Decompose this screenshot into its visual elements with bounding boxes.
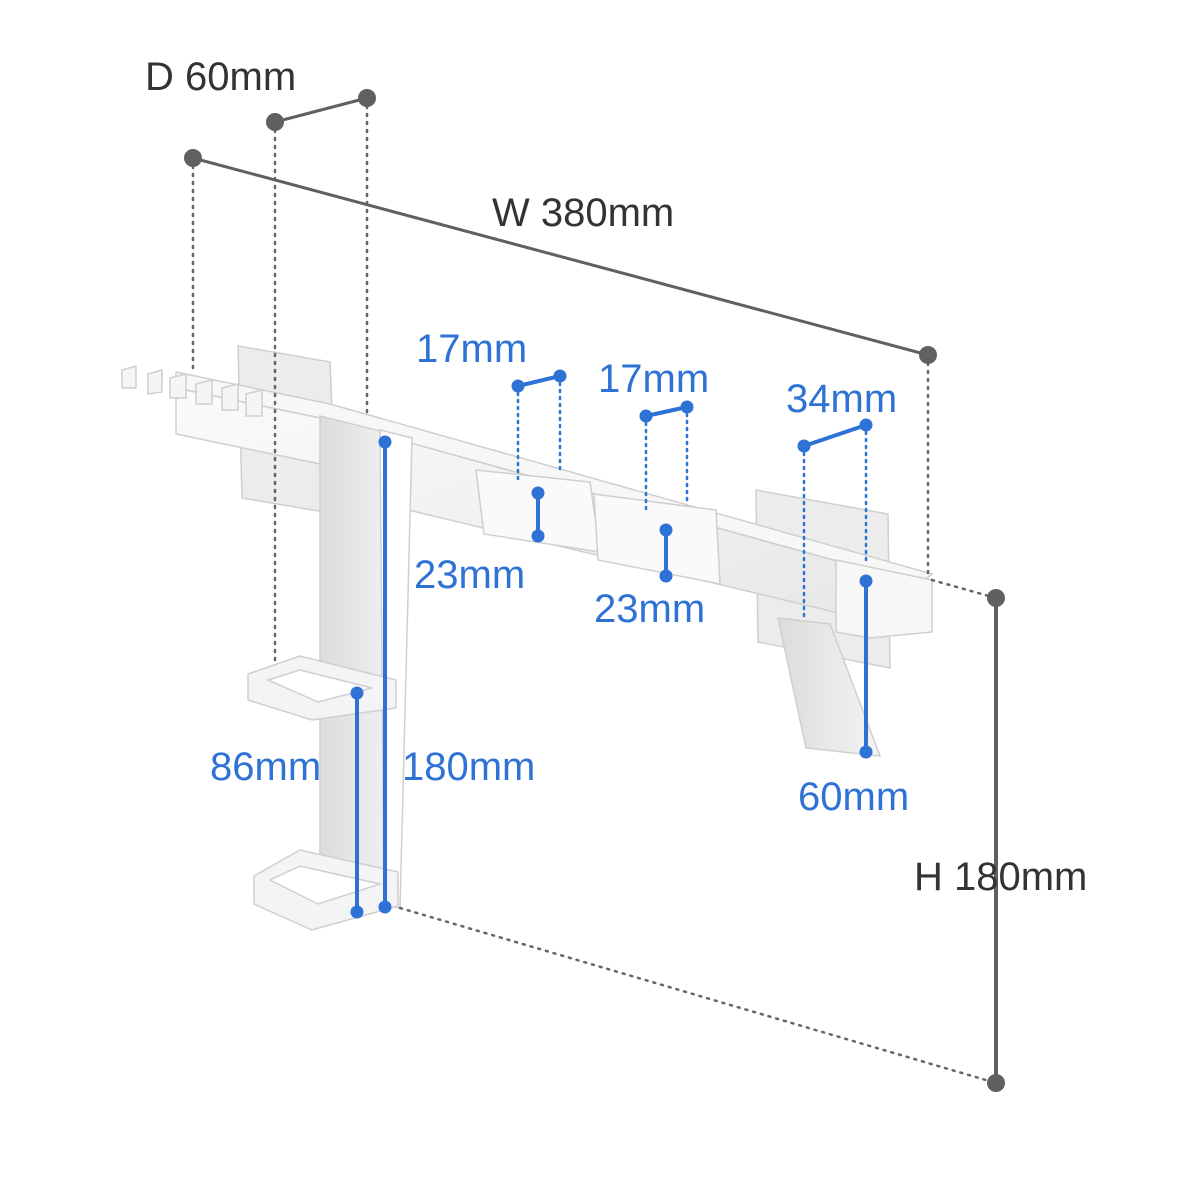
slot3-width-label: 34mm: [786, 377, 897, 421]
hook-height-label: 60mm: [798, 775, 909, 819]
depth-endpoint-dot: [266, 113, 284, 131]
width-endpoint-dot: [184, 149, 202, 167]
comb-hooks: [121, 365, 263, 417]
depth-label: D 60mm: [145, 55, 296, 99]
hook: [777, 617, 882, 757]
height-endpoint-dot: [987, 1074, 1005, 1092]
slot2-width-line: [644, 405, 689, 418]
slot1-width-label: 17mm: [416, 327, 527, 371]
leg-height-label: 180mm: [402, 745, 535, 789]
height-label: H 180mm: [914, 855, 1087, 899]
depth-dimension-line: [274, 96, 368, 124]
slot3-width-line: [802, 423, 868, 448]
width-dimension-line: [192, 156, 929, 357]
slot-clip-2: [593, 493, 721, 585]
width-label: W 380mm: [492, 191, 674, 235]
height-endpoint-dot: [987, 589, 1005, 607]
width-endpoint-dot: [919, 346, 937, 364]
wall-rack-product: [121, 345, 934, 931]
depth-endpoint-dot: [358, 89, 376, 107]
part-dimension-lines: [350, 369, 873, 919]
slot1-height-label: 23mm: [414, 553, 525, 597]
overall-dimension-lines: [184, 89, 1005, 1092]
slot2-width-label: 17mm: [598, 357, 709, 401]
slot1-width-line: [516, 374, 562, 388]
cup-height-label: 86mm: [210, 745, 321, 789]
slot2-height-label: 23mm: [594, 587, 705, 631]
